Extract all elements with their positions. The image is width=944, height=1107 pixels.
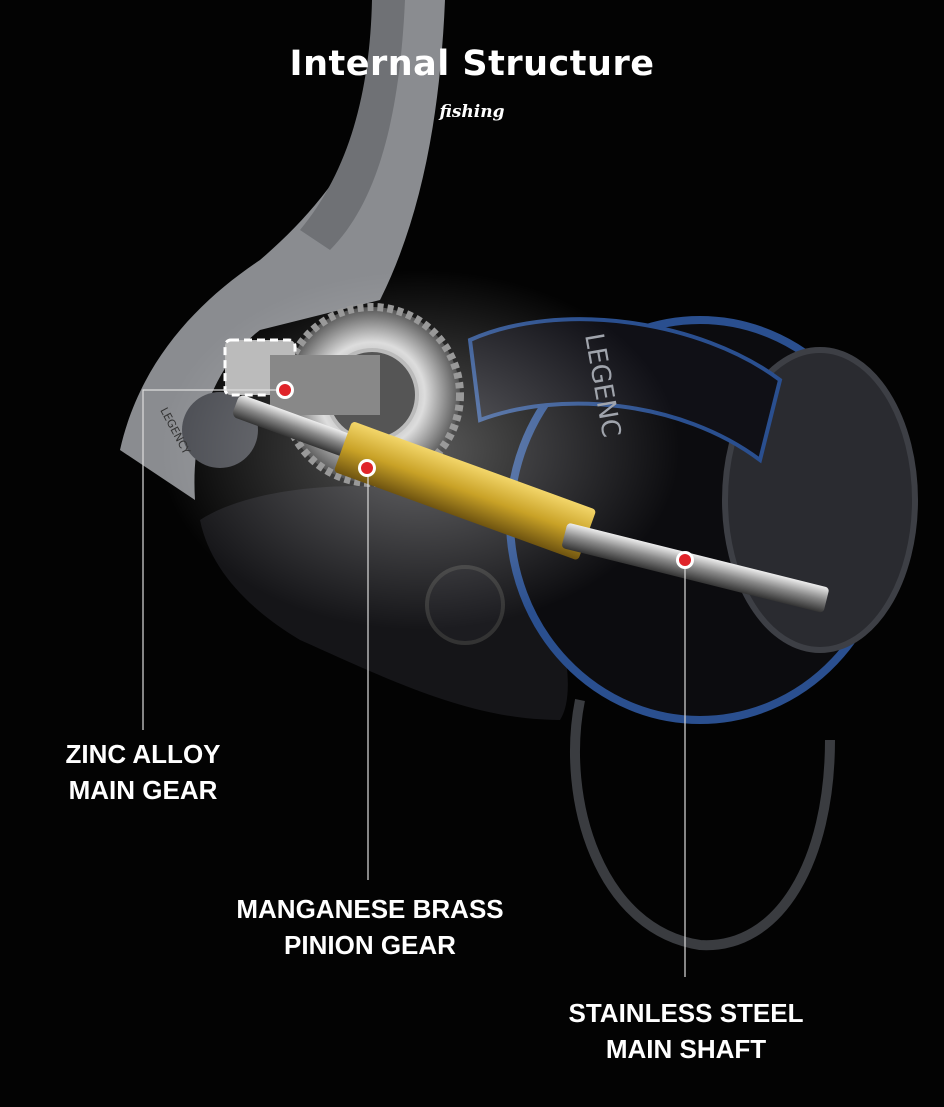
callout-line: PINION GEAR [284,930,456,960]
callout-line: STAINLESS STEEL [568,998,804,1028]
subtitle: fishing [439,102,505,122]
callout-pinion-gear: MANGANESE BRASS PINION GEAR [190,891,550,963]
page-title: Internal Structure [289,44,655,84]
callout-main-shaft: STAINLESS STEEL MAIN SHAFT [506,995,866,1067]
pinion-gear [233,395,596,560]
callout-line: MAIN SHAFT [605,1034,767,1064]
callout-line: MANGANESE BRASS [236,894,504,924]
marker-dots [276,381,694,569]
callout-line: MAIN GEAR [68,775,218,805]
callout-line: ZINC ALLOY [65,739,221,769]
main-shaft [562,523,829,613]
leader-line-main-gear [142,389,283,730]
callout-main-gear: ZINC ALLOY MAIN GEAR [0,736,286,808]
